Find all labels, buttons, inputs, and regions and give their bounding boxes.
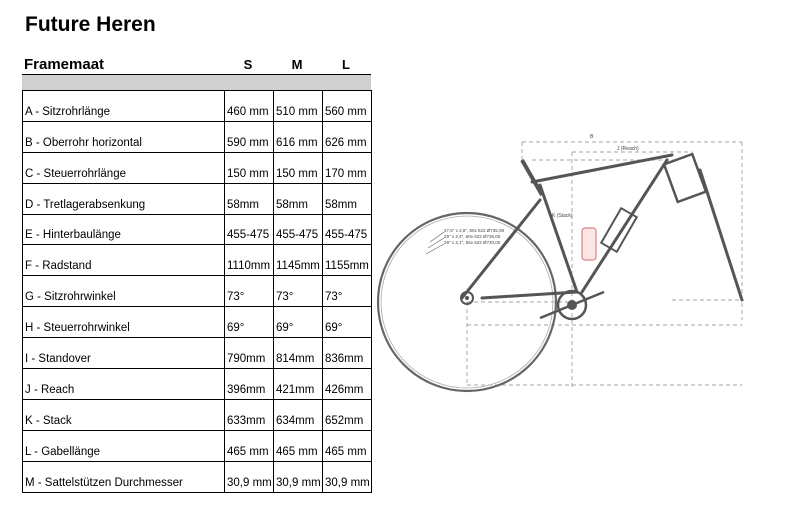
value-m: 616 mm (273, 120, 323, 153)
value-m: 465 mm (273, 429, 323, 462)
value-m: 1145mm (273, 244, 323, 277)
stack-label: K (Stack) (552, 213, 573, 219)
header-band (22, 75, 371, 90)
value-m: 510 mm (273, 90, 323, 122)
value-m: 69° (273, 306, 323, 339)
row-label: E - Hinterbaulänge (22, 213, 225, 246)
value-m: 421mm (273, 368, 323, 400)
chainring (556, 289, 588, 321)
frame-size-label: Framemaat (24, 56, 105, 73)
bike-geometry-diagram: 27,5" x 2,8", 60x 622 Ø735,08 29" x 2,4"… (376, 134, 744, 393)
value-m: 814mm (273, 337, 323, 370)
value-l: 69° (322, 306, 372, 339)
tire-callouts (425, 231, 445, 255)
value-l: 465 mm (322, 429, 372, 462)
value-l: 426mm (322, 368, 372, 400)
row-label: G - Sitzrohrwinkel (22, 275, 225, 308)
value-l: 560 mm (322, 90, 372, 122)
row-label: I - Standover (22, 337, 225, 370)
value-m: 150 mm (273, 151, 323, 184)
value-l: 626 mm (322, 120, 372, 153)
value-l: 170 mm (322, 151, 372, 184)
value-s: 590 mm (224, 120, 274, 153)
dimension-lines (466, 141, 743, 390)
tire-spec-2: 29" x 2,4", 60x 622 Ø736,00 (444, 234, 501, 239)
value-s: 633mm (224, 398, 274, 431)
value-m: 58mm (273, 182, 323, 215)
seat-post (520, 159, 544, 196)
value-l: 1155mm (322, 244, 372, 277)
value-m: 634mm (273, 398, 323, 431)
row-label: F - Radstand (22, 244, 225, 277)
page-title: Future Heren (25, 13, 156, 36)
value-s: 58mm (224, 182, 274, 215)
value-s: 455-475 (224, 213, 274, 246)
row-label: M - Sattelstützen Durchmesser (22, 460, 225, 493)
value-s: 465 mm (224, 429, 274, 462)
table-header: Framemaat S M L (22, 56, 371, 75)
value-s: 30,9 mm (224, 460, 274, 493)
tire-spec-1: 27,5" x 2,8", 60x 622 Ø735,08 (444, 228, 504, 233)
size-m-header: M (291, 57, 303, 72)
rear-wheel (376, 211, 558, 393)
value-l: 58mm (322, 182, 372, 215)
row-label: H - Steuerrohrwinkel (22, 306, 225, 339)
value-l: 836mm (322, 337, 372, 370)
row-label: K - Stack (22, 398, 225, 431)
value-l: 30,9 mm (322, 460, 372, 493)
crank-arm (539, 290, 605, 320)
rear-axle (465, 296, 469, 300)
value-s: 150 mm (224, 151, 274, 184)
value-l: 73° (322, 275, 372, 308)
row-label: B - Oberrohr horizontal (22, 120, 225, 153)
header-rule (22, 74, 371, 75)
value-m: 30,9 mm (273, 460, 323, 493)
value-s: 69° (224, 306, 274, 339)
value-s: 1110mm (224, 244, 274, 277)
value-s: 73° (224, 275, 274, 308)
row-label: D - Tretlagerabsenkung (22, 182, 225, 215)
row-label: A - Sitzrohrlänge (22, 90, 225, 122)
head-tube (662, 152, 708, 204)
row-label: C - Steuerrohrlänge (22, 151, 225, 184)
rear-wheel-rim (380, 215, 554, 389)
value-s: 396mm (224, 368, 274, 400)
battery (599, 206, 639, 254)
value-m: 455-475 (273, 213, 323, 246)
row-label: J - Reach (22, 368, 225, 400)
size-s-header: S (243, 57, 253, 72)
reach-label: J (Reach) (617, 146, 639, 152)
value-l: 652mm (322, 398, 372, 431)
rear-hub (460, 291, 474, 305)
value-s: 460 mm (224, 90, 274, 122)
value-s: 790mm (224, 337, 274, 370)
dim-letter-b: B (590, 134, 594, 140)
value-l: 455-475 (322, 213, 372, 246)
water-bottle (581, 227, 597, 261)
size-l-header: L (342, 57, 350, 72)
value-m: 73° (273, 275, 323, 308)
tire-spec-3: 29" x 2,1", 55x 622 Ø730,00 (444, 240, 501, 245)
row-label: L - Gabellänge (22, 429, 225, 462)
